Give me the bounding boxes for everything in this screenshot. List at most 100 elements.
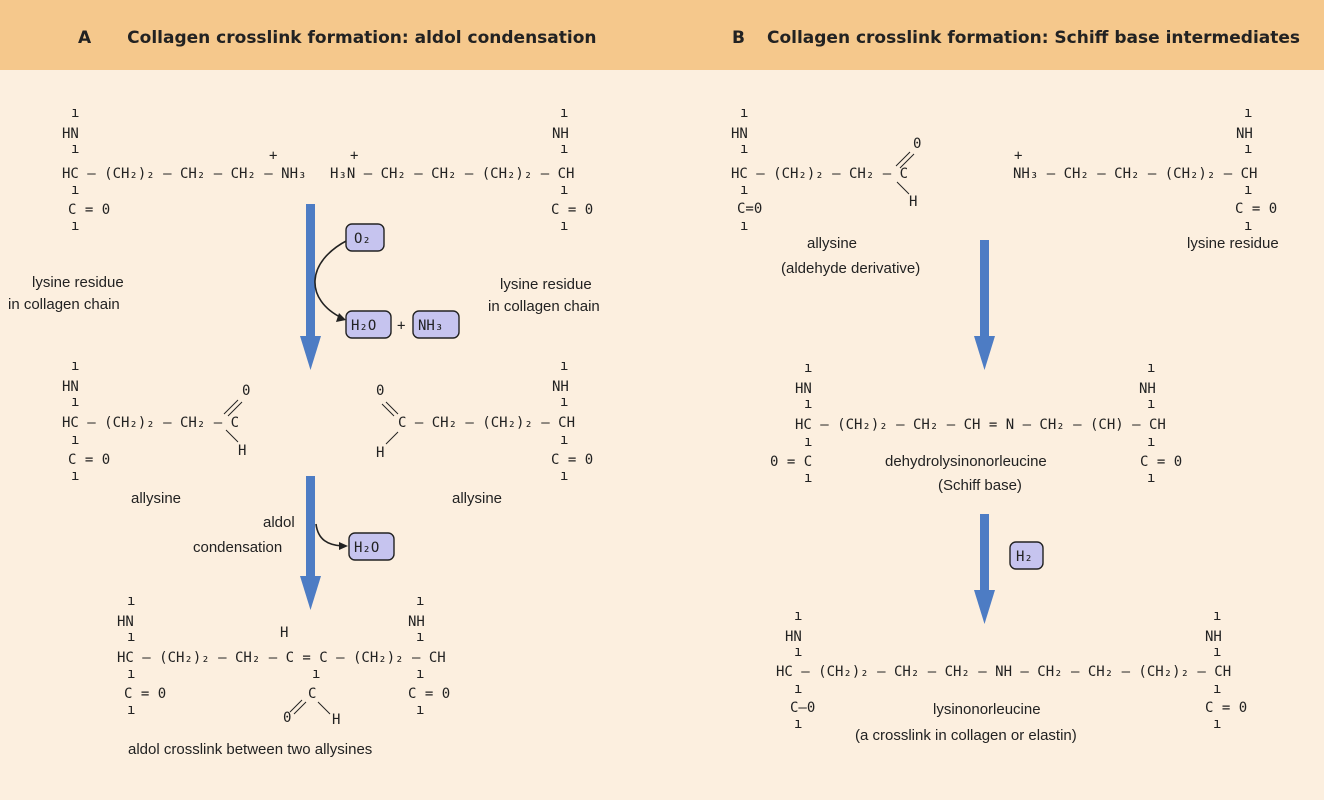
vinyl-hydrogen: H xyxy=(280,625,288,641)
nh-group: NH xyxy=(552,126,569,142)
panel-a-lysine-left-structure: ı HN ı HC – (CH₂)₂ – CH₂ – CH₂ – NH₃ + ı… xyxy=(62,105,306,234)
carbonyl-group: C = 0 xyxy=(551,452,593,468)
aldol-product-label: aldol crosslink between two allysines xyxy=(128,741,372,758)
allysine-left-chain: HC – (CH₂)₂ – CH₂ – C xyxy=(62,415,239,431)
schiff-base-label-2: (Schiff base) xyxy=(938,477,1022,494)
allysine-right-label: allysine xyxy=(452,490,502,507)
carbonyl-group: C = 0 xyxy=(1235,201,1277,217)
reagent-h2: H₂ xyxy=(1009,541,1044,570)
double-bond xyxy=(293,701,307,715)
double-bond xyxy=(899,153,915,169)
bond-tick: ı xyxy=(312,666,320,682)
aldehyde-oxygen: 0 xyxy=(283,710,291,726)
bond-tick: ı xyxy=(804,470,812,486)
aldehyde-hydrogen: H xyxy=(332,712,340,728)
carbonyl-group: C = 0 xyxy=(408,686,450,702)
bond-tick: ı xyxy=(71,468,79,484)
bond-tick: ı xyxy=(1244,182,1252,198)
bond-tick: ı xyxy=(71,182,79,198)
hn-group: HN xyxy=(62,379,79,395)
svg-text:H₂O: H₂O xyxy=(351,318,376,334)
aldehyde-oxygen: 0 xyxy=(913,136,921,152)
allysine-label-2: (aldehyde derivative) xyxy=(781,260,920,277)
single-bond xyxy=(385,431,399,445)
double-bond xyxy=(381,403,395,417)
reagent-h2o-aldol: H₂O xyxy=(348,532,395,561)
bond-tick: ı xyxy=(71,141,79,157)
bond-tick: ı xyxy=(127,666,135,682)
bond-tick: ı xyxy=(560,218,568,234)
panel-a-lysine-right-structure: ı NH ı H₃N – CH₂ – CH₂ – (CH₂)₂ – CH + ı… xyxy=(330,105,593,234)
charge-plus: + xyxy=(350,148,358,164)
bond-tick: ı xyxy=(804,360,812,376)
panel-a-allysine-right-structure: 0 C – CH₂ – (CH₂)₂ – CH H ı NH ı ı C = 0… xyxy=(376,358,593,484)
panel-a-allysine-left-structure: ı HN ı HC – (CH₂)₂ – CH₂ – C 0 H ı C = 0… xyxy=(62,358,250,484)
panel-b-arrow-2 xyxy=(974,514,995,624)
curved-arrow-head xyxy=(339,542,348,550)
bond-tick: ı xyxy=(740,218,748,234)
charge-plus: + xyxy=(269,148,277,164)
panel-b-schiff-base-structure: ı HN ı HC – (CH₂)₂ – CH₂ – CH = N – CH₂ … xyxy=(770,360,1182,486)
bond-tick: ı xyxy=(1147,360,1155,376)
plus-sign: + xyxy=(397,318,405,334)
panel-b-lysinonorleucine-structure: ı HN ı HC – (CH₂)₂ – CH₂ – CH₂ – NH – CH… xyxy=(776,608,1247,732)
carbonyl-group: C = 0 xyxy=(1205,700,1247,716)
bond-tick: ı xyxy=(794,644,802,660)
aldehyde-oxygen: 0 xyxy=(376,383,384,399)
bond-tick: ı xyxy=(1213,644,1221,660)
bond-tick: ı xyxy=(794,716,802,732)
bond-tick: ı xyxy=(560,432,568,448)
allysine-label-1: allysine xyxy=(807,235,857,252)
aldol-crosslink-chain: HC – (CH₂)₂ – CH₂ – C = C – (CH₂)₂ – CH xyxy=(117,650,446,666)
nh-group: NH xyxy=(552,379,569,395)
bond-tick: ı xyxy=(1147,434,1155,450)
bond-tick: ı xyxy=(416,702,424,718)
lysinonorleucine-label-1: lysinonorleucine xyxy=(933,701,1041,718)
bond-tick: ı xyxy=(1213,716,1221,732)
bond-tick: ı xyxy=(560,394,568,410)
single-bond xyxy=(225,429,239,443)
single-bond xyxy=(317,701,331,715)
hn-group: HN xyxy=(785,629,802,645)
panel-a-arrow-2 xyxy=(300,476,321,610)
bond-tick: ı xyxy=(1244,105,1252,121)
nh-group: NH xyxy=(408,614,425,630)
hn-group: HN xyxy=(62,126,79,142)
charge-plus: + xyxy=(1014,148,1022,164)
bond-tick: ı xyxy=(740,182,748,198)
aldehyde-oxygen: 0 xyxy=(242,383,250,399)
bond-tick: ı xyxy=(1213,608,1221,624)
panel-a-aldol-product-structure: ı HN ı H HC – (CH₂)₂ – CH₂ – C = C – (CH… xyxy=(117,593,450,728)
bond-tick: ı xyxy=(560,105,568,121)
carbonyl-group-left: 0 = C xyxy=(770,454,812,470)
allysine-chain: HC – (CH₂)₂ – CH₂ – C xyxy=(731,166,908,182)
bond-tick: ı xyxy=(560,358,568,374)
bond-tick: ı xyxy=(71,218,79,234)
panel-b-allysine-structure: ı HN ı HC – (CH₂)₂ – CH₂ – C 0 H ı C=0 ı xyxy=(731,105,921,234)
carbonyl-group: C = 0 xyxy=(68,452,110,468)
panel-b-arrow-1 xyxy=(974,240,995,370)
schiff-base-chain: HC – (CH₂)₂ – CH₂ – CH = N – CH₂ – (CH) … xyxy=(795,417,1166,433)
branch-carbon: C xyxy=(308,686,316,702)
aldol-label-2: condensation xyxy=(193,539,282,556)
allysine-left-label: allysine xyxy=(131,490,181,507)
carbonyl-group: C = 0 xyxy=(124,686,166,702)
svg-text:O₂: O₂ xyxy=(354,231,371,247)
bond-tick: ı xyxy=(127,702,135,718)
bond-tick: ı xyxy=(560,141,568,157)
bond-tick: ı xyxy=(740,141,748,157)
bond-tick: ı xyxy=(71,432,79,448)
curved-arrow xyxy=(314,239,349,319)
bond-tick: ı xyxy=(794,681,802,697)
lysine-residue-label: lysine residue xyxy=(1187,235,1279,252)
lysinonorleucine-chain: HC – (CH₂)₂ – CH₂ – CH₂ – NH – CH₂ – CH₂… xyxy=(776,664,1231,680)
bond-tick: ı xyxy=(71,394,79,410)
lysine-residue-left-label-2: in collagen chain xyxy=(8,296,120,313)
bond-tick: ı xyxy=(127,629,135,645)
carbonyl-group: C = 0 xyxy=(551,202,593,218)
lysine-residue-right-label-1: lysine residue xyxy=(500,276,592,293)
aldehyde-hydrogen: H xyxy=(238,443,246,459)
reagent-h2o: H₂O xyxy=(345,310,392,339)
